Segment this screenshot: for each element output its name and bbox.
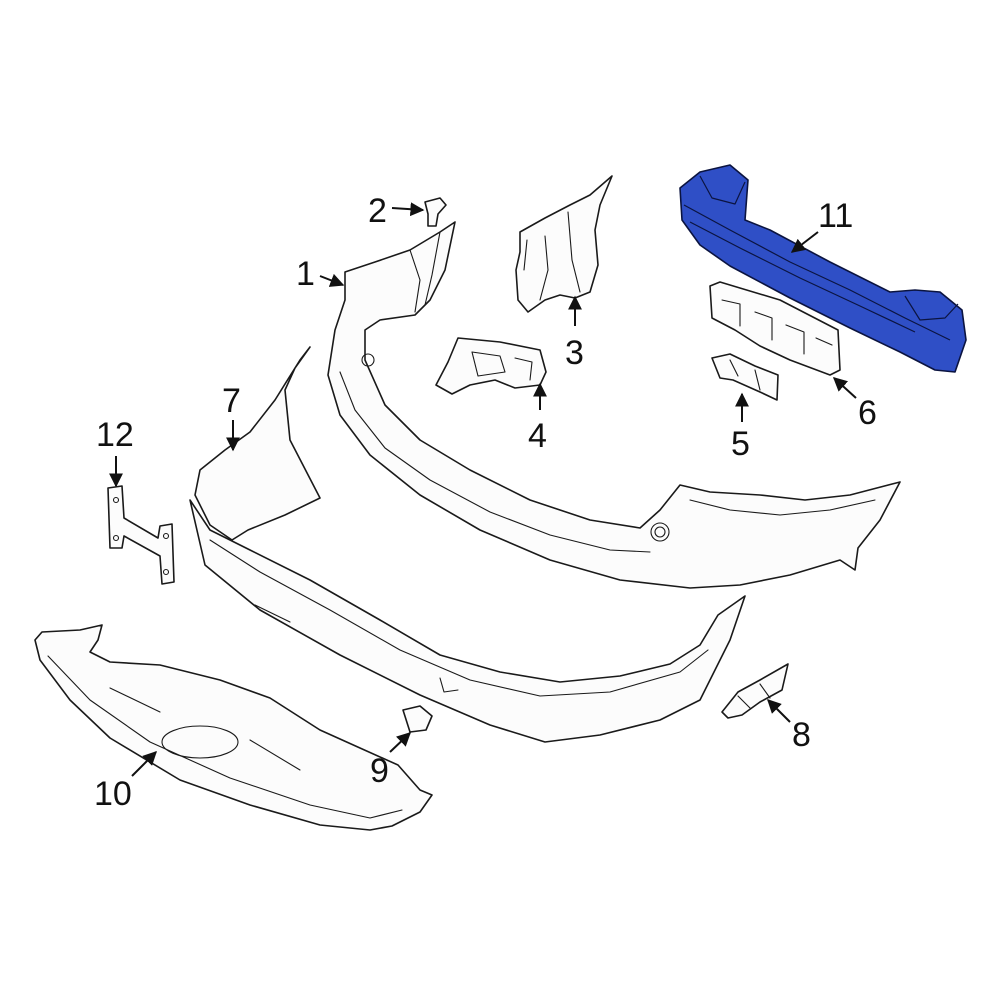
part-5-bracket <box>711 353 779 401</box>
part-3-side-bracket <box>515 175 613 313</box>
leader-10 <box>131 751 157 777</box>
leader-1 <box>319 273 345 287</box>
callout-2: 2 <box>368 192 387 230</box>
callout-labels: 1 2 3 4 5 6 7 8 9 10 11 12 <box>94 192 877 813</box>
part-7-lower-bumper-cover <box>189 346 746 743</box>
callout-1: 1 <box>296 255 315 293</box>
part-12-bracket <box>107 485 175 585</box>
part-8-bracket <box>721 663 789 719</box>
callout-4: 4 <box>528 417 547 455</box>
callout-12: 12 <box>96 416 134 454</box>
leader-lines <box>109 202 857 777</box>
callout-10: 10 <box>94 775 132 813</box>
callout-11: 11 <box>818 197 853 235</box>
part-6-energy-absorber <box>709 281 841 376</box>
callout-8: 8 <box>792 716 811 754</box>
leader-9 <box>389 732 412 753</box>
callout-9: 9 <box>370 752 389 790</box>
callout-6: 6 <box>858 394 877 432</box>
callout-3: 3 <box>565 334 584 372</box>
part-1-upper-bumper-cover <box>327 221 901 589</box>
part-4-inner-bracket <box>435 337 547 395</box>
callout-7: 7 <box>222 382 241 420</box>
part-9-cap <box>402 705 433 733</box>
leader-6 <box>832 377 857 399</box>
leader-2 <box>391 202 425 217</box>
leader-8 <box>767 699 791 723</box>
callout-5: 5 <box>731 425 750 463</box>
leader-11 <box>790 231 819 253</box>
part-2-clip <box>424 197 447 227</box>
part-10-skid-plate <box>34 624 433 831</box>
part-11-reinforcement-beam <box>679 164 967 373</box>
